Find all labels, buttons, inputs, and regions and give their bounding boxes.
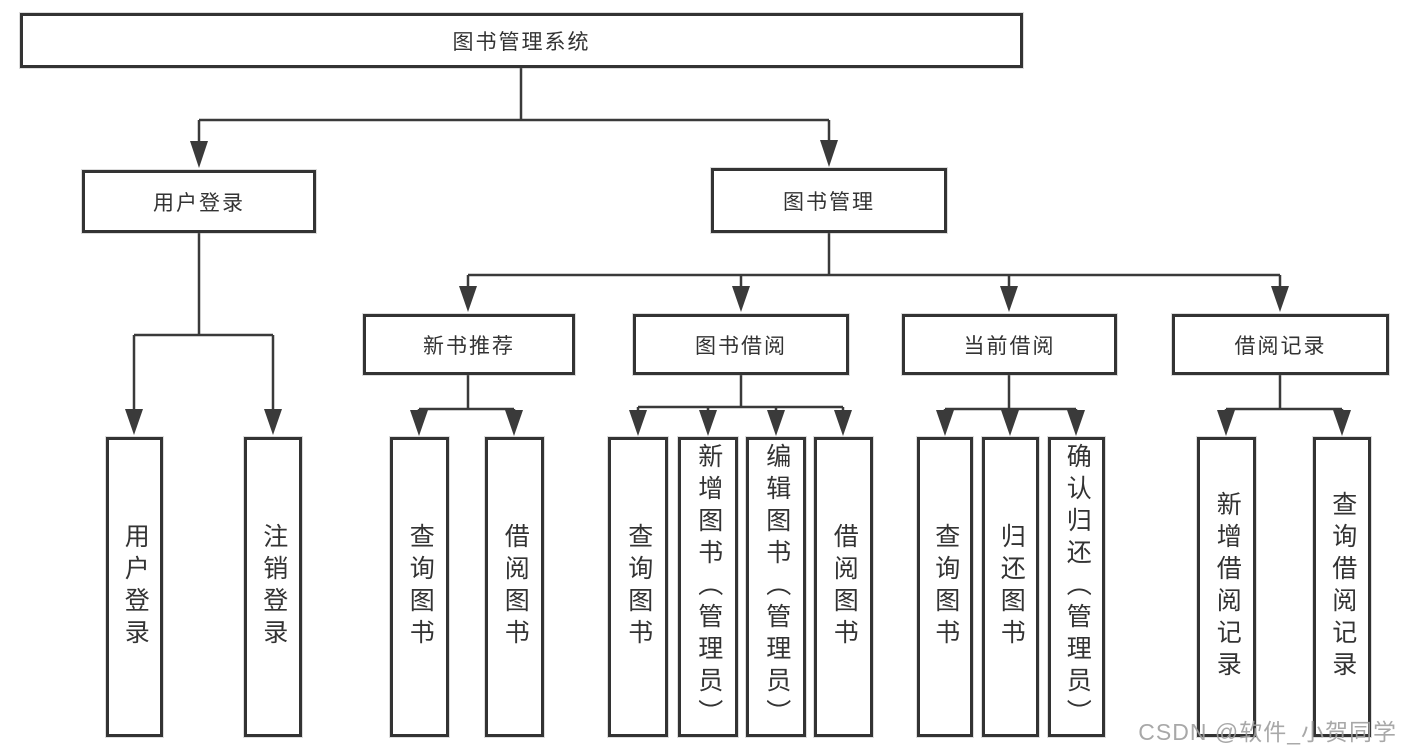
node-label: 新书推荐 xyxy=(423,334,515,358)
leaf-add-books-admin: 新增图书（管理员） xyxy=(678,437,738,737)
leaf-label: 查询图书 xyxy=(624,523,653,651)
leaf-logout: 注销登录 xyxy=(244,437,302,737)
leaf-label: 查询图书 xyxy=(931,523,960,651)
leaf-label: 注销登录 xyxy=(259,523,288,651)
leaf-borrow-books: 借阅图书 xyxy=(814,437,873,737)
node-label: 当前借阅 xyxy=(963,334,1056,358)
leaf-borrow-books: 借阅图书 xyxy=(485,437,544,737)
node-label: 图书管理系统 xyxy=(452,30,591,54)
arrowheads xyxy=(125,140,1351,436)
leaf-label: 新增图书（管理员） xyxy=(694,443,723,731)
node-new-book-recommend: 新书推荐 xyxy=(363,314,575,375)
node-label: 图书管理 xyxy=(783,190,875,214)
node-current-borrowing: 当前借阅 xyxy=(902,314,1117,375)
leaf-label: 查询图书 xyxy=(406,523,435,651)
node-book-borrowing: 图书借阅 xyxy=(633,314,849,375)
leaf-label: 借阅图书 xyxy=(830,523,859,651)
leaf-query-books: 查询图书 xyxy=(390,437,449,737)
node-book-management: 图书管理 xyxy=(711,168,947,233)
node-library-management-system: 图书管理系统 xyxy=(20,13,1023,68)
leaf-label: 查询借阅记录 xyxy=(1328,491,1357,683)
leaf-add-borrow-record: 新增借阅记录 xyxy=(1197,437,1256,737)
leaf-label: 借阅图书 xyxy=(501,523,530,651)
leaf-query-books: 查询图书 xyxy=(917,437,973,737)
leaf-confirm-return-admin: 确认归还（管理员） xyxy=(1048,437,1105,737)
leaf-user-login: 用户登录 xyxy=(106,437,163,737)
leaf-return-books: 归还图书 xyxy=(982,437,1039,737)
node-label: 图书借阅 xyxy=(695,334,787,358)
leaf-label: 用户登录 xyxy=(121,523,150,651)
leaf-query-borrow-record: 查询借阅记录 xyxy=(1313,437,1371,737)
node-borrow-records: 借阅记录 xyxy=(1172,314,1389,375)
leaf-edit-books-admin: 编辑图书（管理员） xyxy=(746,437,806,737)
leaf-label: 确认归还（管理员） xyxy=(1063,443,1092,731)
leaf-label: 新增借阅记录 xyxy=(1213,491,1242,683)
leaf-query-books: 查询图书 xyxy=(608,437,668,737)
leaf-label: 归还图书 xyxy=(997,523,1026,651)
csdn-watermark: CSDN @软件_小贺同学 xyxy=(1138,719,1397,745)
node-label: 用户登录 xyxy=(153,191,245,215)
node-user-login: 用户登录 xyxy=(82,170,316,233)
node-label: 借阅记录 xyxy=(1234,334,1327,358)
leaf-label: 编辑图书（管理员） xyxy=(762,443,791,731)
